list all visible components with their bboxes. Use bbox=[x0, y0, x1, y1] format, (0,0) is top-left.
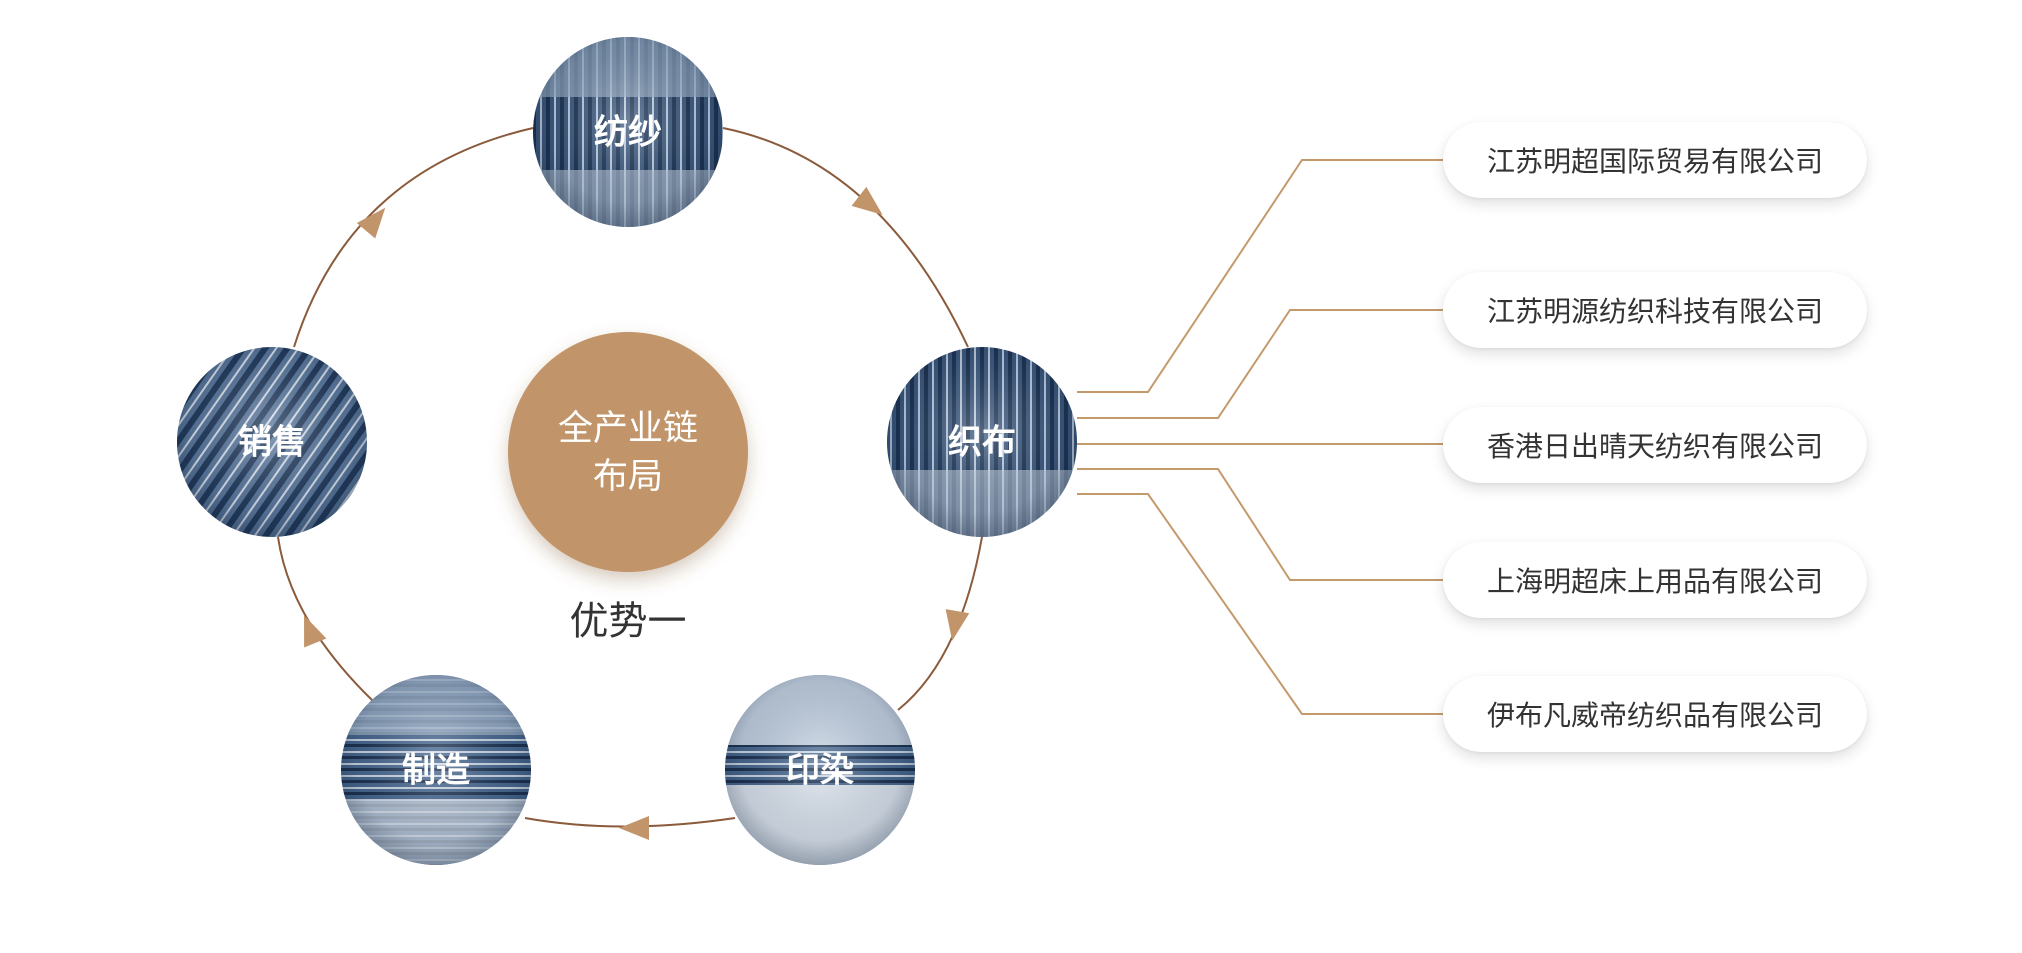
node-spinning: 纺纱 bbox=[533, 37, 723, 227]
triangle-arrow-icon bbox=[851, 186, 883, 215]
triangle-arrow-icon bbox=[356, 207, 386, 239]
company-pill[interactable]: 江苏明源纺织科技有限公司 bbox=[1443, 272, 1867, 348]
company-name: 香港日出晴天纺织有限公司 bbox=[1486, 430, 1823, 463]
triangle-arrow-icon bbox=[304, 615, 327, 648]
center-line2: 布局 bbox=[593, 457, 663, 497]
connector-line bbox=[1077, 468, 1443, 581]
center-circle bbox=[508, 332, 748, 572]
company-pill[interactable]: 江苏明超国际贸易有限公司 bbox=[1443, 122, 1867, 198]
node-label-weaving: 织布 bbox=[948, 423, 1016, 463]
ring-segment bbox=[897, 536, 983, 711]
node-label-spinning: 纺纱 bbox=[594, 113, 662, 153]
ring-segment bbox=[277, 536, 373, 701]
ring-segment bbox=[722, 127, 969, 348]
sales-photo bbox=[177, 347, 367, 537]
node-weaving: 织布 bbox=[887, 347, 1077, 537]
connector-line bbox=[1077, 159, 1443, 393]
node-label-dyeing: 印染 bbox=[786, 751, 854, 791]
company-pill[interactable]: 香港日出晴天纺织有限公司 bbox=[1443, 407, 1867, 483]
node-label-manufacturing: 制造 bbox=[402, 751, 470, 791]
node-manufacturing: 制造 bbox=[341, 675, 531, 865]
company-name: 江苏明超国际贸易有限公司 bbox=[1486, 145, 1823, 178]
node-label-sales: 销售 bbox=[238, 423, 306, 463]
company-name: 上海明超床上用品有限公司 bbox=[1486, 565, 1823, 598]
center-line1: 全产业链 bbox=[558, 409, 698, 449]
triangle-arrow-icon bbox=[619, 816, 649, 840]
company-name: 江苏明源纺织科技有限公司 bbox=[1486, 295, 1823, 328]
cycle-arrows bbox=[304, 186, 970, 840]
company-connectors bbox=[1077, 159, 1443, 715]
connector-line bbox=[1077, 309, 1443, 419]
company-pill[interactable]: 上海明超床上用品有限公司 bbox=[1443, 542, 1867, 618]
node-sales: 销售 bbox=[177, 347, 367, 537]
company-pill[interactable]: 伊布凡威帝纺织品有限公司 bbox=[1443, 676, 1867, 752]
ring-segment bbox=[293, 127, 534, 348]
connector-line bbox=[1077, 493, 1443, 715]
node-dyeing: 印染 bbox=[725, 675, 915, 865]
company-name: 伊布凡威帝纺织品有限公司 bbox=[1486, 699, 1823, 732]
manufacturing-photo bbox=[341, 675, 531, 865]
center-badge: 全产业链 布局 bbox=[508, 332, 748, 572]
spinning-photo bbox=[533, 37, 723, 227]
center-caption: 优势一 bbox=[569, 600, 686, 645]
triangle-arrow-icon bbox=[945, 609, 970, 641]
